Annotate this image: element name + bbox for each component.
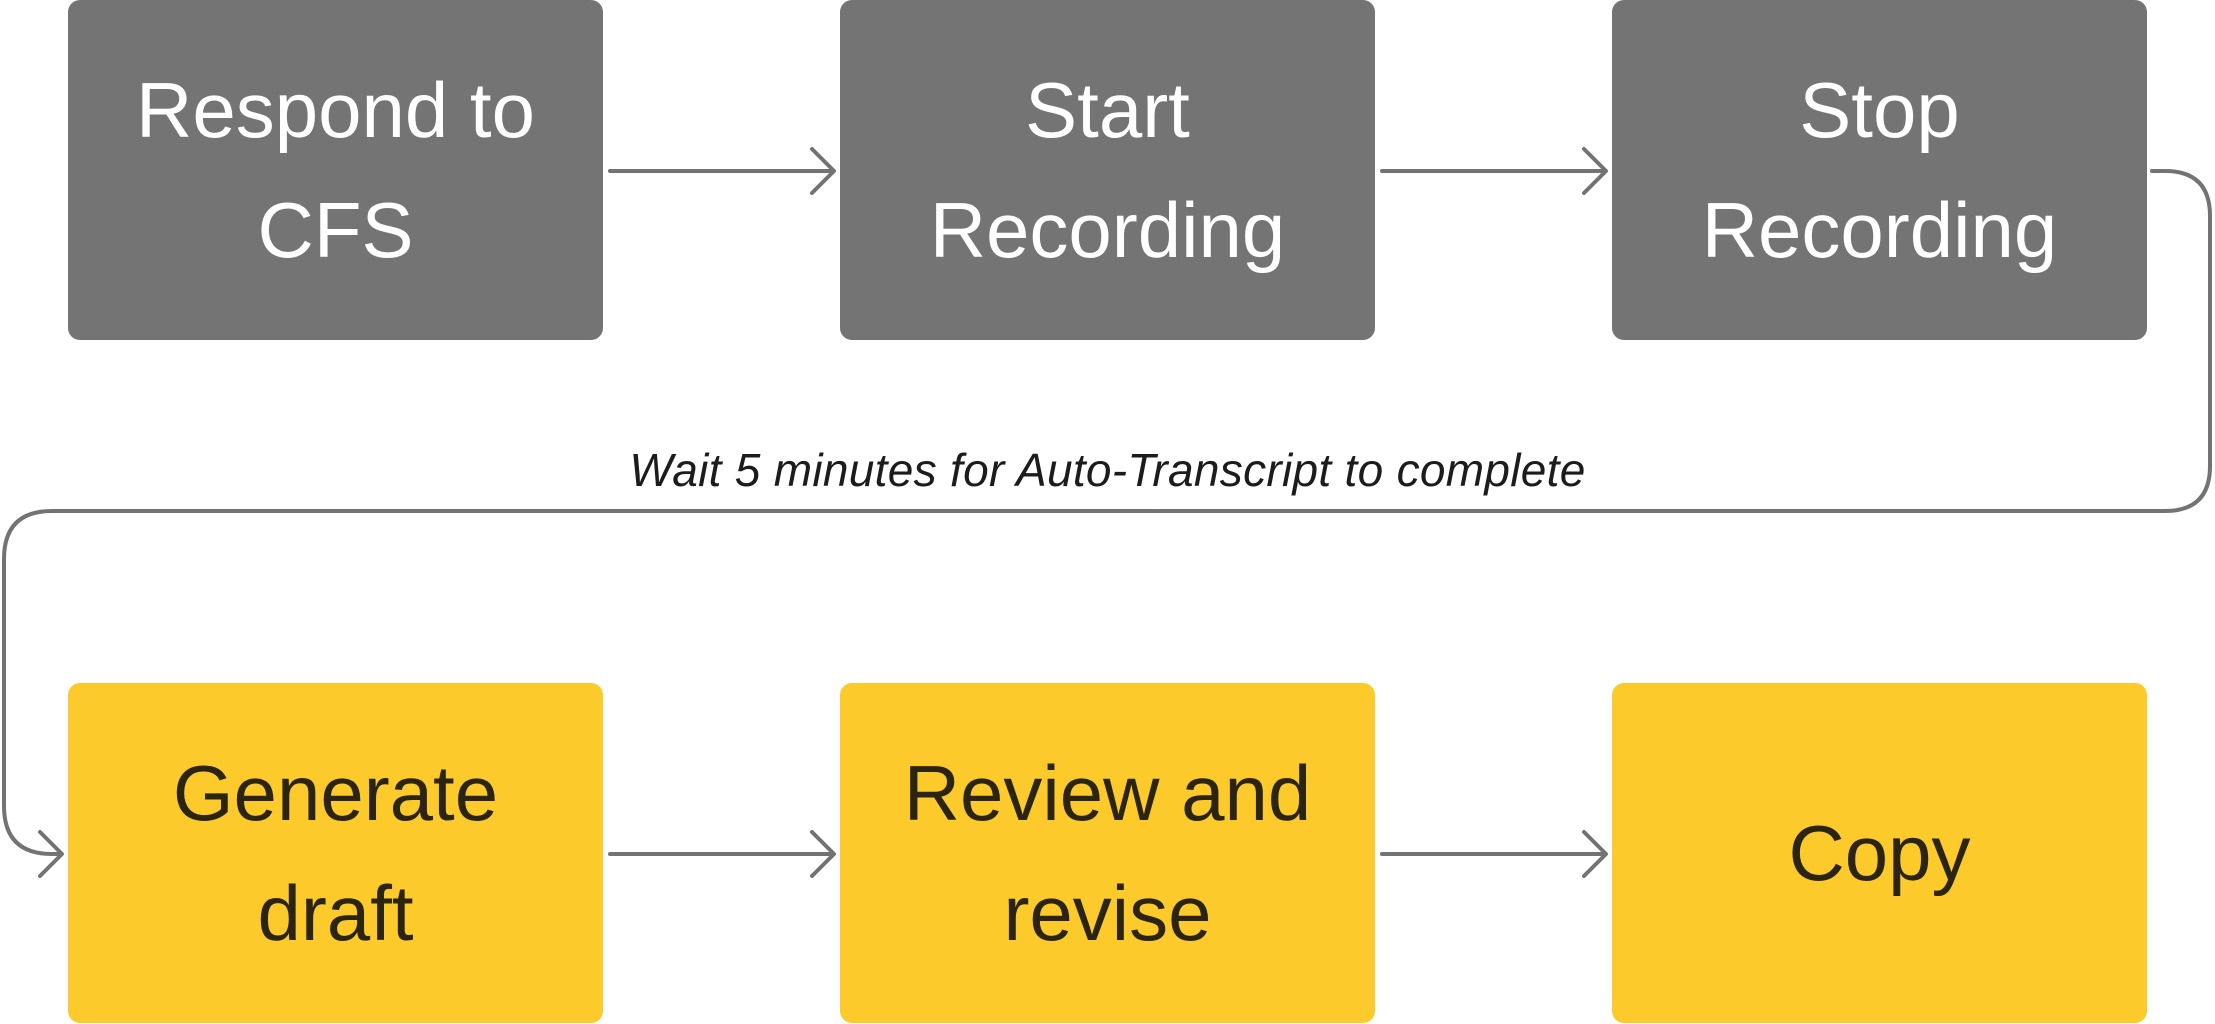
arrowhead-start — [810, 147, 836, 195]
node-label: Review and revise — [903, 749, 1312, 957]
arrowhead-stop — [1582, 147, 1608, 195]
arrowhead-generate — [38, 830, 64, 878]
node-stop-recording: Stop Recording — [1612, 0, 2147, 340]
node-copy: Copy — [1612, 683, 2147, 1023]
node-label: Copy — [1788, 809, 1971, 897]
arrowhead-copy — [1582, 830, 1608, 878]
node-label: Start Recording — [929, 66, 1286, 274]
node-respond-to-cfs: Respond to CFS — [68, 0, 603, 340]
node-generate-draft: Generate draft — [68, 683, 603, 1023]
node-review-and-revise: Review and revise — [840, 683, 1375, 1023]
node-label: Stop Recording — [1701, 66, 2058, 274]
edge-stop-to-generate-return — [2, 509, 1157, 856]
edge-stop-to-generate — [1153, 169, 2212, 513]
arrowhead-review — [810, 830, 836, 878]
node-label: Respond to CFS — [136, 66, 535, 274]
node-start-recording: Start Recording — [840, 0, 1375, 340]
node-label: Generate draft — [172, 749, 499, 957]
edge-label-wait: Wait 5 minutes for Auto-Transcript to co… — [629, 444, 1586, 496]
